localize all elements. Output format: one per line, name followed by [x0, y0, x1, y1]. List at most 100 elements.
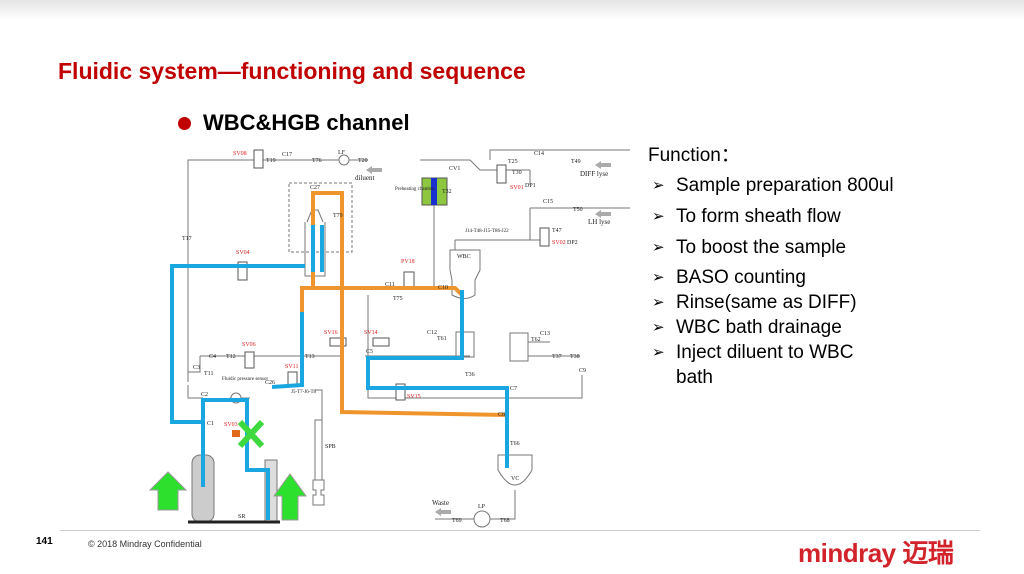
arrow-bullet-icon: ➢ [652, 208, 665, 225]
valve-sv02 [539, 227, 550, 247]
label-sv16: SV16 [324, 330, 338, 336]
diagram-label: C2 [201, 392, 208, 398]
arrow-left-icon [435, 508, 451, 516]
label-sv04: SV04 [236, 250, 250, 256]
label-vc: VC [511, 476, 519, 482]
slide-title: Fluidic system—functioning and sequence [58, 58, 526, 84]
label-sv15: SV15 [407, 394, 421, 400]
label-sv03: SV03 [224, 422, 238, 428]
diagram-label: C11 [385, 282, 395, 288]
diagram-line [454, 149, 630, 250]
mindray-logo: mindray 迈瑞 [798, 538, 954, 568]
diagram-label: C3 [193, 365, 200, 371]
sheath-chamber-box [288, 182, 353, 253]
label-sv14: SV14 [364, 330, 378, 336]
arrow-left-icon [366, 166, 382, 174]
diagram-label: C5 [366, 349, 373, 355]
diagram-label: C8 [498, 412, 505, 418]
valve-sv01 [496, 164, 507, 184]
diagram-label: T69 [452, 518, 462, 524]
function-item: ➢BASO counting [652, 267, 806, 288]
up-arrow-icon [273, 473, 307, 521]
label-spb: SPB [325, 444, 336, 450]
function-item: ➢Inject diluent to WBC bath [652, 342, 854, 388]
diagram-line [509, 332, 529, 362]
diagram-label: T19 [266, 158, 276, 164]
diagram-label: T36 [465, 372, 475, 378]
label-lf: LF [338, 150, 346, 156]
diagram-label: T12 [226, 354, 236, 360]
label-dp1: DP1 [525, 183, 536, 189]
label-sv11: SV11 [285, 364, 298, 370]
label-lp: LP [478, 504, 486, 510]
label-wbc: WBC [457, 254, 471, 260]
channel-label: WBC&HGB channel [203, 110, 410, 135]
label-diluent: diluent [355, 174, 374, 182]
diagram-label: C26 [265, 380, 275, 386]
diagram-line [271, 312, 304, 389]
valve-pv18 [403, 271, 415, 289]
diagram-line [367, 295, 583, 399]
diagram-label: T17 [182, 236, 192, 242]
copyright: © 2018 Mindray Confidential [88, 539, 202, 549]
arrow-left-icon [595, 210, 611, 218]
diagram-label: C14 [534, 151, 544, 157]
page-number: 141 [36, 536, 53, 547]
footer-divider [60, 530, 980, 531]
arrow-bullet-icon: ➢ [652, 239, 665, 256]
diagram-label: T50 [573, 207, 583, 213]
closed-x-icon [237, 419, 265, 449]
diagram-label: T32 [442, 189, 452, 195]
diagram-line [237, 419, 265, 449]
diagram-line [300, 286, 465, 312]
diagram-label: T49 [571, 159, 581, 165]
arrow-bullet-icon: ➢ [652, 177, 665, 194]
diagram-label: T25 [508, 159, 518, 165]
diagram-label: T38 [570, 354, 580, 360]
valve-sv15 [395, 383, 406, 401]
arrow-left-icon [595, 161, 611, 169]
diagram-line [312, 479, 325, 506]
diagram-label: C17 [282, 152, 292, 158]
diagram-line [528, 341, 580, 357]
label-sv06: SV06 [242, 342, 256, 348]
orange-flow-path [300, 191, 508, 417]
diagram-line [170, 264, 305, 424]
diagram-label: T62 [531, 337, 541, 343]
diagram-line [315, 389, 323, 420]
label-sv08: SV08 [233, 151, 247, 157]
wbc-bath [449, 249, 481, 299]
channel-heading: WBC&HGB channel [178, 110, 410, 136]
top-band [0, 0, 1024, 20]
diagram-label: T37 [552, 354, 562, 360]
label-c27: C27 [310, 185, 320, 191]
label-sv02: SV02 [552, 240, 566, 246]
diagram-line [311, 225, 324, 272]
label-preheating: Preheating chamber [395, 187, 435, 192]
diagram-label: C4 [209, 354, 216, 360]
diagram-line [187, 356, 201, 382]
diagram-label: T13 [305, 354, 315, 360]
label-cv1: CV1 [449, 166, 460, 172]
diagram-line [431, 178, 437, 205]
function-item: ➢Sample preparation 800ul [652, 175, 894, 196]
label-sv01: SV01 [510, 185, 524, 191]
diagram-label: T61 [437, 336, 447, 342]
diagram-label: T20 [358, 158, 368, 164]
diagram-line [338, 154, 350, 166]
sample-probe [314, 419, 323, 481]
diagram-line: SV08 SV04 PV18 SV16 SV14 SV06 SV11 SV03 … [224, 151, 566, 428]
diagram-line [311, 191, 508, 417]
function-item: ➢To boost the sample [652, 237, 847, 258]
valve-sv08 [253, 149, 264, 169]
function-item: ➢To form sheath flow [652, 206, 841, 227]
label-lh-lyse: LH lyse [588, 218, 610, 226]
function-heading: Function： [648, 145, 740, 166]
valve-sv06 [244, 351, 255, 369]
diagram-label: C10 [438, 285, 448, 291]
arrow-bullet-icon: ➢ [652, 294, 665, 311]
diagram-label: T76 [312, 158, 322, 164]
diluent-line [187, 159, 368, 370]
